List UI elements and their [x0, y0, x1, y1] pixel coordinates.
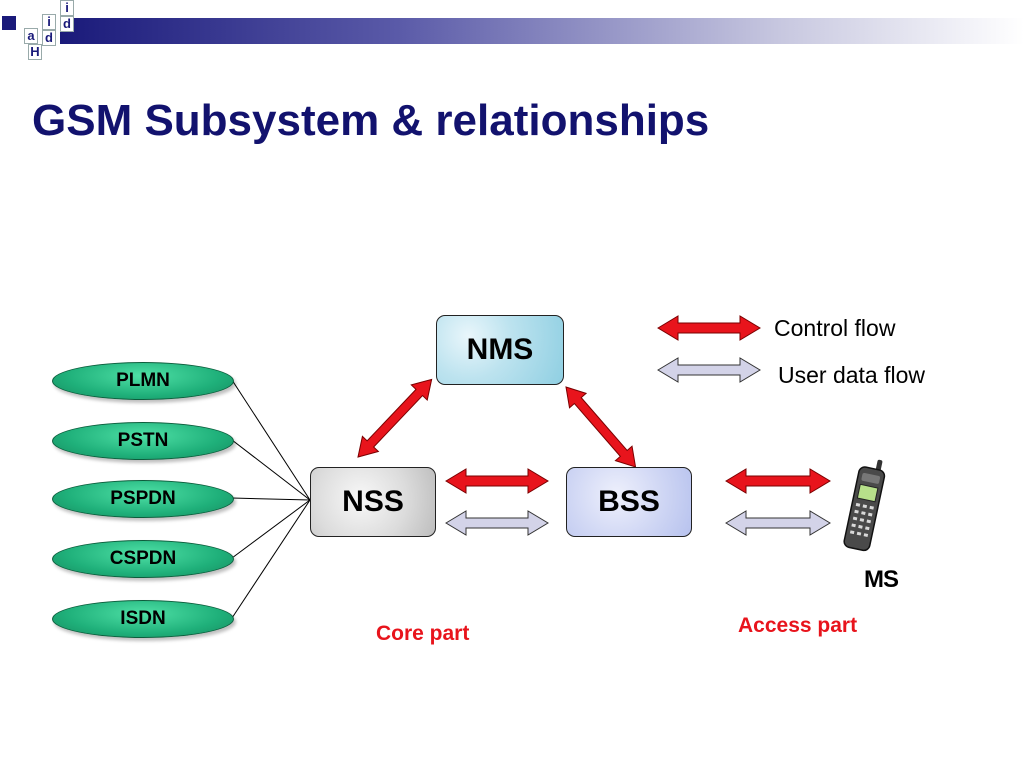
page-title: GSM Subsystem & relationships — [32, 96, 710, 145]
logo-letter: i — [42, 14, 56, 30]
network-plmn: PLMN — [52, 362, 234, 400]
logo-letter: H — [28, 44, 42, 60]
logo-square — [2, 16, 16, 30]
logo-letter: d — [42, 30, 56, 46]
control-arrow-nms-nss — [357, 378, 433, 458]
network-fan-lines — [231, 379, 311, 619]
access-part-label: Access part — [738, 614, 858, 637]
network-cspdn: CSPDN — [52, 540, 234, 578]
legend-control-flow: Control flow — [774, 315, 896, 341]
logo-letter: i — [60, 0, 74, 16]
user-data-legend-arrow — [657, 357, 761, 383]
nss-box: NSS — [310, 467, 436, 537]
line-pspdn-nss — [231, 497, 311, 501]
control-arrow-nms-bss — [565, 386, 637, 468]
control-arrow-bss-ms — [725, 468, 831, 494]
bss-box: BSS — [566, 467, 692, 537]
line-cspdn-nss — [231, 499, 311, 559]
core-part-label: Core part — [376, 622, 470, 645]
logo-letter: a — [24, 28, 38, 44]
network-pspdn: PSPDN — [52, 480, 234, 518]
user-data-arrow-bss-ms — [725, 510, 831, 536]
ms-label: MS — [864, 566, 899, 593]
control-flow-legend-arrow — [657, 315, 761, 341]
mobile-phone-icon — [843, 459, 886, 552]
nms-box: NMS — [436, 315, 564, 385]
user-data-arrow-nss-bss — [445, 510, 549, 536]
line-pstn-nss — [231, 439, 311, 501]
network-pstn: PSTN — [52, 422, 234, 460]
control-arrow-nss-bss — [445, 468, 549, 494]
logo-letter: d — [60, 16, 74, 32]
line-isdn-nss — [231, 499, 311, 619]
network-isdn: ISDN — [52, 600, 234, 638]
line-plmn-nss — [231, 379, 311, 501]
legend-user-data-flow: User data flow — [778, 362, 926, 388]
header-gradient-bar — [60, 18, 1024, 44]
